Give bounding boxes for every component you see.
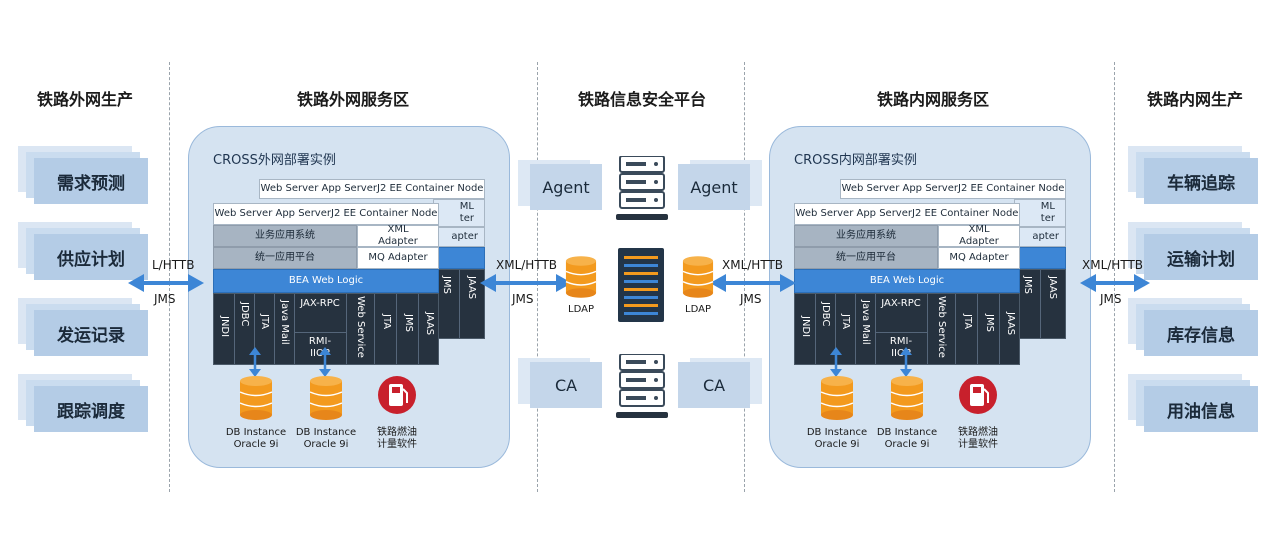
database-icon <box>820 376 854 420</box>
agent-left-label: Agent <box>530 164 602 210</box>
cell-jax-rpc: JAX-RPC <box>881 298 921 309</box>
db-label-1: DB Instance Oracle 9i <box>806 427 868 450</box>
bea-web-logic: BEA Web Logic <box>794 269 1020 293</box>
business-app-system: 业务应用系统 <box>213 225 357 247</box>
zone-title-outer-service: 铁路外网服务区 <box>296 90 409 109</box>
col-jndi: JNDI <box>800 316 811 338</box>
divider-3 <box>744 62 745 492</box>
inner-deployment-panel: CROSS内网部署实例 Web Server App ServerJ2 EE C… <box>769 126 1091 468</box>
left-item-label: 需求预测 <box>34 158 148 204</box>
zone-title-inner-service: 铁路内网服务区 <box>876 90 989 109</box>
back-col-jms: JMS <box>441 276 452 294</box>
server-rack-icon <box>618 248 664 322</box>
col-java-mail: Java Mail <box>860 300 871 345</box>
right-item-label: 车辆追踪 <box>1144 158 1258 204</box>
divider-1 <box>169 62 170 492</box>
back-node-xml-adapter: ML ter <box>1014 199 1066 227</box>
back-col-jaas: JAAS <box>1047 276 1058 300</box>
col-jta-2: JTA <box>962 314 973 330</box>
mq-adapter: MQ Adapter <box>938 247 1020 269</box>
zone-title-inner-production: 铁路内网生产 <box>1146 90 1243 109</box>
col-jdbc: JDBC <box>820 302 831 327</box>
back-node-columns: JMS JAAS <box>433 269 485 339</box>
right-item-label: 库存信息 <box>1144 310 1258 356</box>
fuel-meter-icon <box>959 376 997 414</box>
ldap-left-label: LDAP <box>568 304 594 315</box>
fuel-meter-label: 铁路燃油计量软件 <box>377 427 417 450</box>
db-label-1: DB Instance Oracle 9i <box>225 427 287 450</box>
col-jta: JTA <box>840 314 851 330</box>
back-node-header: Web Server App ServerJ2 EE Container Nod… <box>840 179 1066 199</box>
conn-label-mid-left-top: XML/HTTB <box>496 258 558 272</box>
conn-label-right-bottom: JMS <box>1100 292 1122 306</box>
left-item-label: 供应计划 <box>34 234 148 280</box>
col-jdbc: JDBC <box>239 302 250 327</box>
right-item-label: 运输计划 <box>1144 234 1258 280</box>
back-node-adapter: apter <box>1014 227 1066 247</box>
unified-app-platform: 统一应用平台 <box>213 247 357 269</box>
conn-label-mid-left-bottom: JMS <box>512 292 534 306</box>
divider-4 <box>1114 62 1115 492</box>
mq-adapter: MQ Adapter <box>357 247 439 269</box>
col-jta: JTA <box>259 314 270 330</box>
col-jta-2: JTA <box>381 314 392 330</box>
divider-2 <box>537 62 538 492</box>
server-icon <box>616 156 668 220</box>
col-jaas: JAAS <box>424 312 435 336</box>
front-node-header: Web Server App ServerJ2 EE Container Nod… <box>794 203 1020 225</box>
col-web-service: Web Service <box>936 296 947 358</box>
panel-title: CROSS外网部署实例 <box>213 153 336 168</box>
xml-adapter: XML Adapter <box>357 224 439 247</box>
back-node-header: Web Server App ServerJ2 EE Container Nod… <box>259 179 485 199</box>
back-node-columns: JMS JAAS <box>1014 269 1066 339</box>
zone-title-outer-production: 铁路外网生产 <box>36 90 133 109</box>
database-icon <box>239 376 273 420</box>
agent-right-label: Agent <box>678 164 750 210</box>
xml-adapter: XML Adapter <box>938 224 1020 247</box>
db-label-2: DB Instance Oracle 9i <box>295 427 357 450</box>
db-connectors <box>830 347 912 377</box>
zone-title-security-platform: 铁路信息安全平台 <box>577 90 706 109</box>
col-java-mail: Java Mail <box>279 300 290 345</box>
business-app-system: 业务应用系统 <box>794 225 938 247</box>
conn-label-left-bottom: JMS <box>154 292 176 306</box>
ldap-right-label: LDAP <box>685 304 711 315</box>
server-icon <box>616 354 668 418</box>
back-col-jms: JMS <box>1022 276 1033 294</box>
cell-rmi-iiop: RMI-IIOP <box>889 336 913 359</box>
fuel-meter-label: 铁路燃油计量软件 <box>958 427 998 450</box>
ca-right-label: CA <box>678 362 750 408</box>
col-web-service: Web Service <box>355 296 366 358</box>
database-icon <box>890 376 924 420</box>
outer-deployment-panel: CROSS外网部署实例 Web Server App ServerJ2 EE C… <box>188 126 510 468</box>
fuel-meter-icon <box>378 376 416 414</box>
left-item-label: 跟踪调度 <box>34 386 148 432</box>
conn-label-left-top: L/HTTB <box>152 258 195 272</box>
unified-app-platform: 统一应用平台 <box>794 247 938 269</box>
bea-web-logic: BEA Web Logic <box>213 269 439 293</box>
database-icon <box>309 376 343 420</box>
right-item-label: 用油信息 <box>1144 386 1258 432</box>
database-icon <box>682 256 714 298</box>
db-connectors <box>249 347 331 377</box>
conn-label-right-top: XML/HTTB <box>1082 258 1144 272</box>
conn-label-mid-right-top: XML/HTTB <box>722 258 784 272</box>
back-col-jaas: JAAS <box>466 276 477 300</box>
ca-left-label: CA <box>530 362 602 408</box>
panel-title: CROSS内网部署实例 <box>794 153 917 168</box>
cell-jax-rpc: JAX-RPC <box>300 298 340 309</box>
front-node-header: Web Server App ServerJ2 EE Container Nod… <box>213 203 439 225</box>
col-jaas: JAAS <box>1005 312 1016 336</box>
col-jndi: JNDI <box>219 316 230 338</box>
cell-rmi-iiop: RMI-IIOP <box>308 336 332 359</box>
conn-label-mid-right-bottom: JMS <box>740 292 762 306</box>
left-item-label: 发运记录 <box>34 310 148 356</box>
col-jms: JMS <box>984 314 995 332</box>
database-icon <box>565 256 597 298</box>
col-jms: JMS <box>403 314 414 332</box>
db-label-2: DB Instance Oracle 9i <box>876 427 938 450</box>
